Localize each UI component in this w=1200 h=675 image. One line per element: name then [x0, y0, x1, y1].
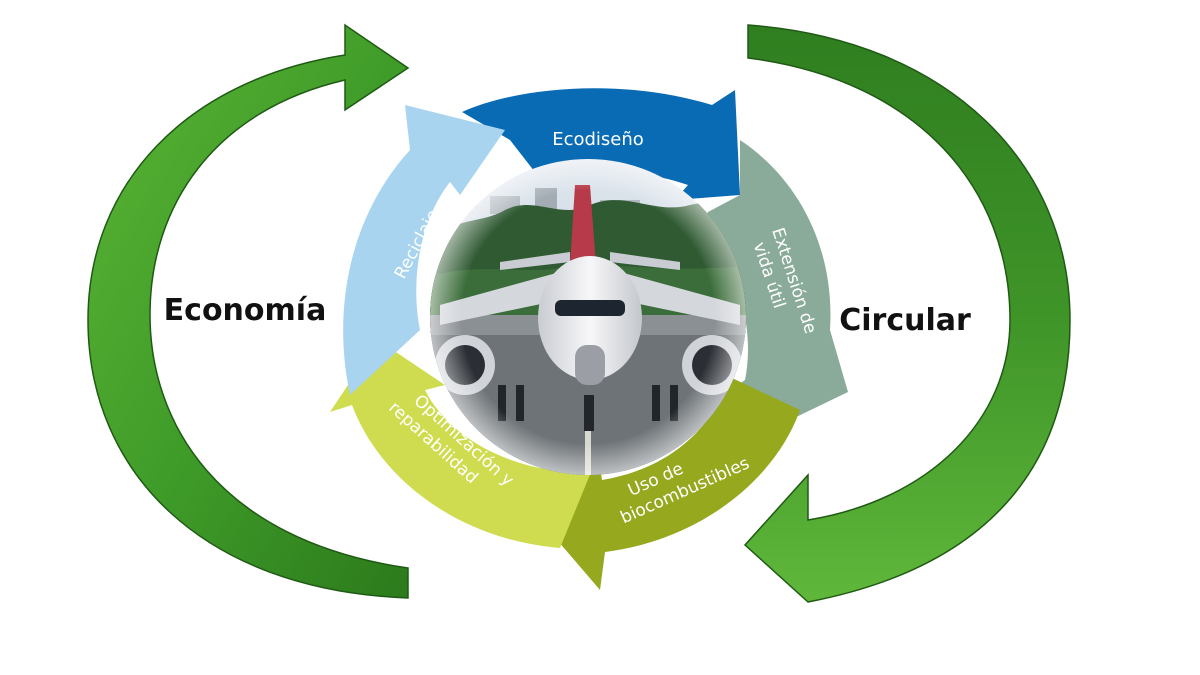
label-circular: Circular	[839, 303, 971, 338]
segment-optimizacion	[330, 340, 598, 548]
airplane-photo	[430, 159, 746, 475]
segment-ecodiseno	[462, 88, 740, 200]
right-big-arrow	[743, 24, 1071, 603]
cycle-ring	[330, 88, 848, 590]
label-ecodiseno: Ecodiseño	[552, 129, 644, 150]
segment-biocombustibles	[540, 378, 800, 590]
left-big-arrow	[87, 23, 410, 599]
label-economia: Economía	[164, 293, 327, 328]
segment-extension	[700, 140, 848, 420]
segment-reciclaje	[343, 105, 505, 395]
